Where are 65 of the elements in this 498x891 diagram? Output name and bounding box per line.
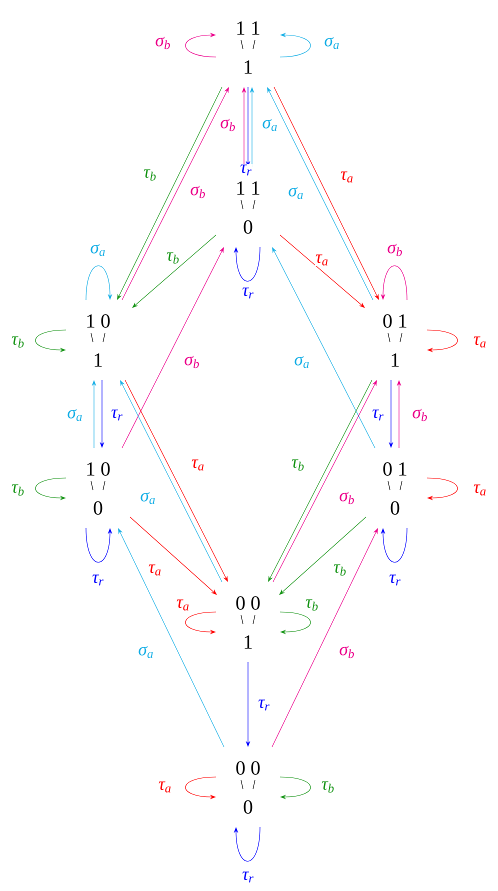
loop-arrow: [86, 265, 112, 300]
edge-label: σ$_{a}$: [90, 244, 106, 256]
edge-label: τ$_{r}$: [242, 287, 254, 299]
arrow: [132, 234, 216, 308]
edge-label: τ$_{b}$: [166, 252, 180, 264]
tree-state: 0 0 1: [236, 596, 260, 649]
edge-label: τ$_{a}$: [314, 254, 330, 266]
arrow: [130, 516, 217, 595]
loop-arrow: [234, 826, 260, 862]
arrow: [272, 247, 376, 448]
edge-label: τ$_{b}$: [304, 598, 320, 612]
arrow: [280, 234, 365, 308]
tree-state: 1 0 0: [87, 462, 110, 515]
edge-label: τ$_{r}$: [110, 409, 124, 421]
loop-arrow: [280, 776, 311, 800]
edge-label: τ$_{a}$: [158, 781, 172, 793]
tree-state: 0 1 0: [383, 462, 406, 515]
edge-label: σ$_{b}$: [386, 243, 404, 257]
edge-label: σ$_{a}$: [138, 646, 154, 658]
edge-label: σ$_{a}$: [294, 356, 310, 368]
edge-label: τ$_{b}$: [320, 780, 336, 794]
edge-label: τ$_{b}$: [290, 458, 306, 472]
edge-label: τ$_{a}$: [472, 336, 488, 348]
edge-label: σ$_{a}$: [324, 36, 340, 50]
edge-label: τ$_{b}$: [10, 336, 26, 348]
edge-label: τ$_{a}$: [148, 564, 162, 576]
edge-label: τ$_{r}$: [372, 409, 384, 421]
loop-arrow: [426, 330, 458, 352]
edge-label: τ$_{a}$: [190, 459, 206, 471]
edge-label: σ$_{b}$: [412, 408, 428, 422]
arrow: [279, 516, 366, 595]
edge-label: σ$_{b}$: [154, 36, 172, 50]
tree-state: 0 1 1: [383, 314, 406, 367]
edge-label: τ$_{r}$: [240, 164, 252, 176]
edge-label: σ$_{a}$: [288, 186, 304, 200]
tree-state: 1 1 1: [237, 21, 260, 74]
edge-label: τ$_{a}$: [472, 484, 488, 496]
loop-arrow: [426, 478, 458, 500]
edge-label: τ$_{a}$: [176, 599, 190, 611]
edge-label: σ$_{a}$: [66, 408, 84, 422]
arrow: [118, 528, 224, 748]
edge-label: τ$_{b}$: [332, 564, 348, 576]
edge-label: σ$_{b}$: [184, 355, 200, 369]
edge-label: τ$_{r}$: [92, 574, 104, 586]
edge-label: σ$_{b}$: [190, 185, 206, 199]
edge-label: τ$_{b}$: [10, 484, 26, 496]
edge-label: σ$_{a}$: [262, 118, 278, 132]
loop-arrow: [185, 32, 216, 58]
loop-arrow: [234, 246, 260, 282]
tree-state: 1 0 1: [87, 314, 110, 367]
edge-label: τ$_{a}$: [340, 171, 354, 183]
edge-label: τ$_{r}$: [388, 574, 402, 586]
edge-label: σ$_{b}$: [220, 118, 236, 132]
edge-label: τ$_{r}$: [242, 871, 254, 883]
tree-state: 1 1 0: [237, 181, 260, 234]
edge-label: τ$_{r}$: [258, 699, 270, 711]
arrow: [122, 247, 224, 448]
loop-arrow: [380, 528, 408, 563]
loop-arrow: [280, 612, 311, 634]
edge-label: σ$_{b}$: [338, 645, 356, 659]
arrow: [272, 528, 378, 748]
edge-label: τ$_{b}$: [142, 168, 158, 182]
edge-label: σ$_{b}$: [338, 491, 356, 505]
edge-label: σ$_{a}$: [140, 492, 156, 504]
tree-state: 0 0 0: [236, 761, 260, 814]
